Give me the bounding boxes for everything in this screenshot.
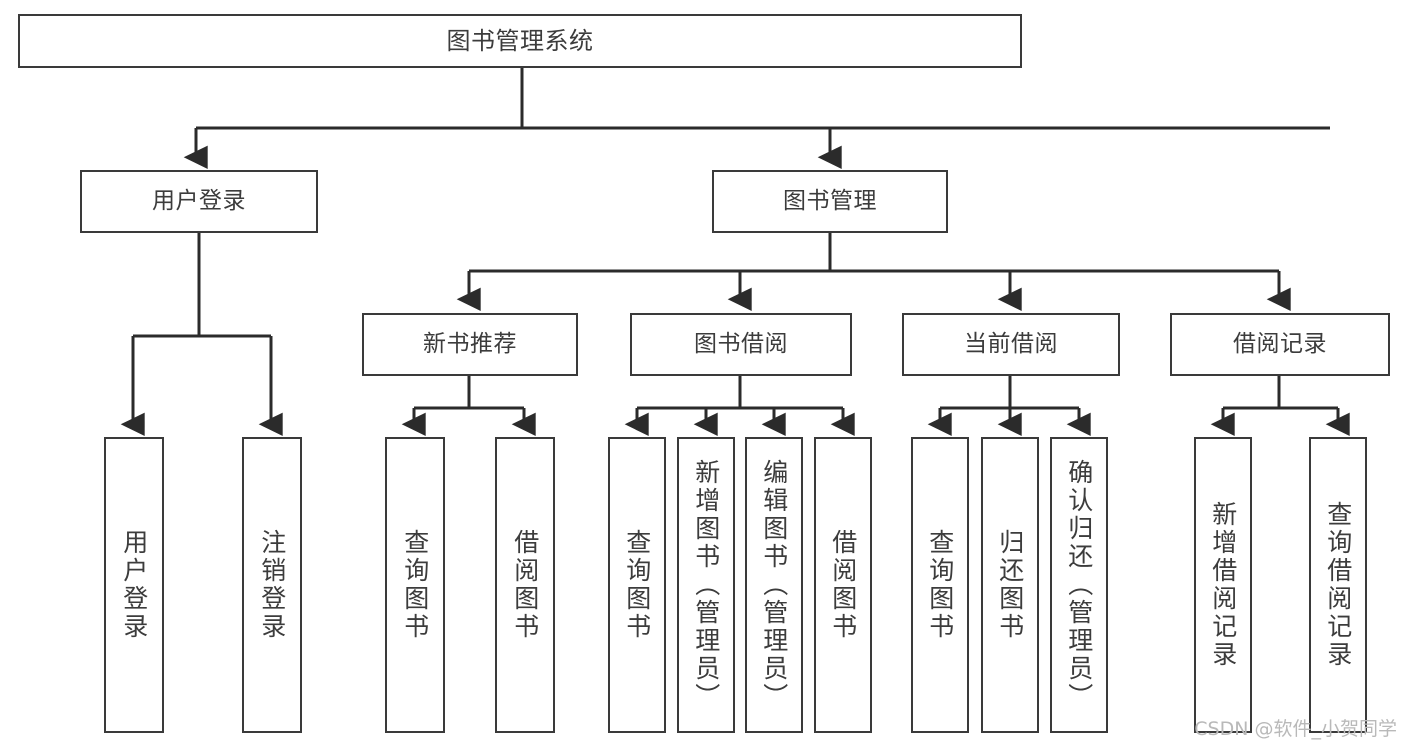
node-label: 用户登录 <box>119 529 149 641</box>
node-label: 查询图书 <box>925 529 955 641</box>
node-borrow-record[interactable]: 借阅记录 <box>1170 313 1390 376</box>
node-label: 图书管理系统 <box>446 26 594 55</box>
leaf-query-book-borrow[interactable]: 查询图书 <box>608 437 666 733</box>
leaf-add-book[interactable]: 新增图书（管理员） <box>677 437 735 733</box>
node-label: 图书借阅 <box>694 330 788 357</box>
node-label: 借阅记录 <box>1233 330 1327 357</box>
node-label: 新增图书（管理员） <box>691 459 721 711</box>
node-label: 借阅图书 <box>510 529 540 641</box>
node-label: 确认归还（管理员） <box>1064 459 1094 711</box>
node-label: 借阅图书 <box>828 529 858 641</box>
node-label: 归还图书 <box>995 529 1025 641</box>
leaf-confirm-return[interactable]: 确认归还（管理员） <box>1050 437 1108 733</box>
leaf-borrow-book-recommend[interactable]: 借阅图书 <box>495 437 555 733</box>
leaf-user-login[interactable]: 用户登录 <box>104 437 164 733</box>
node-label: 查询图书 <box>622 529 652 641</box>
node-label: 新书推荐 <box>423 330 517 357</box>
leaf-query-record[interactable]: 查询借阅记录 <box>1309 437 1367 733</box>
node-label: 图书管理 <box>783 187 877 214</box>
leaf-borrow-book[interactable]: 借阅图书 <box>814 437 872 733</box>
node-label: 用户登录 <box>152 187 246 214</box>
node-label: 编辑图书（管理员） <box>759 459 789 711</box>
leaf-return-book[interactable]: 归还图书 <box>981 437 1039 733</box>
leaf-add-record[interactable]: 新增借阅记录 <box>1194 437 1252 733</box>
node-label: 查询借阅记录 <box>1323 501 1353 669</box>
node-label: 注销登录 <box>257 529 287 641</box>
node-book-borrow[interactable]: 图书借阅 <box>630 313 852 376</box>
node-root-system[interactable]: 图书管理系统 <box>18 14 1022 68</box>
leaf-edit-book[interactable]: 编辑图书（管理员） <box>745 437 803 733</box>
node-new-book-recommend[interactable]: 新书推荐 <box>362 313 578 376</box>
node-current-borrow[interactable]: 当前借阅 <box>902 313 1120 376</box>
leaf-query-book-recommend[interactable]: 查询图书 <box>385 437 445 733</box>
leaf-user-logout[interactable]: 注销登录 <box>242 437 302 733</box>
node-label: 查询图书 <box>400 529 430 641</box>
node-book-management[interactable]: 图书管理 <box>712 170 948 233</box>
leaf-query-book-current[interactable]: 查询图书 <box>911 437 969 733</box>
node-label: 当前借阅 <box>964 330 1058 357</box>
node-label: 新增借阅记录 <box>1208 501 1238 669</box>
node-user-login[interactable]: 用户登录 <box>80 170 318 233</box>
